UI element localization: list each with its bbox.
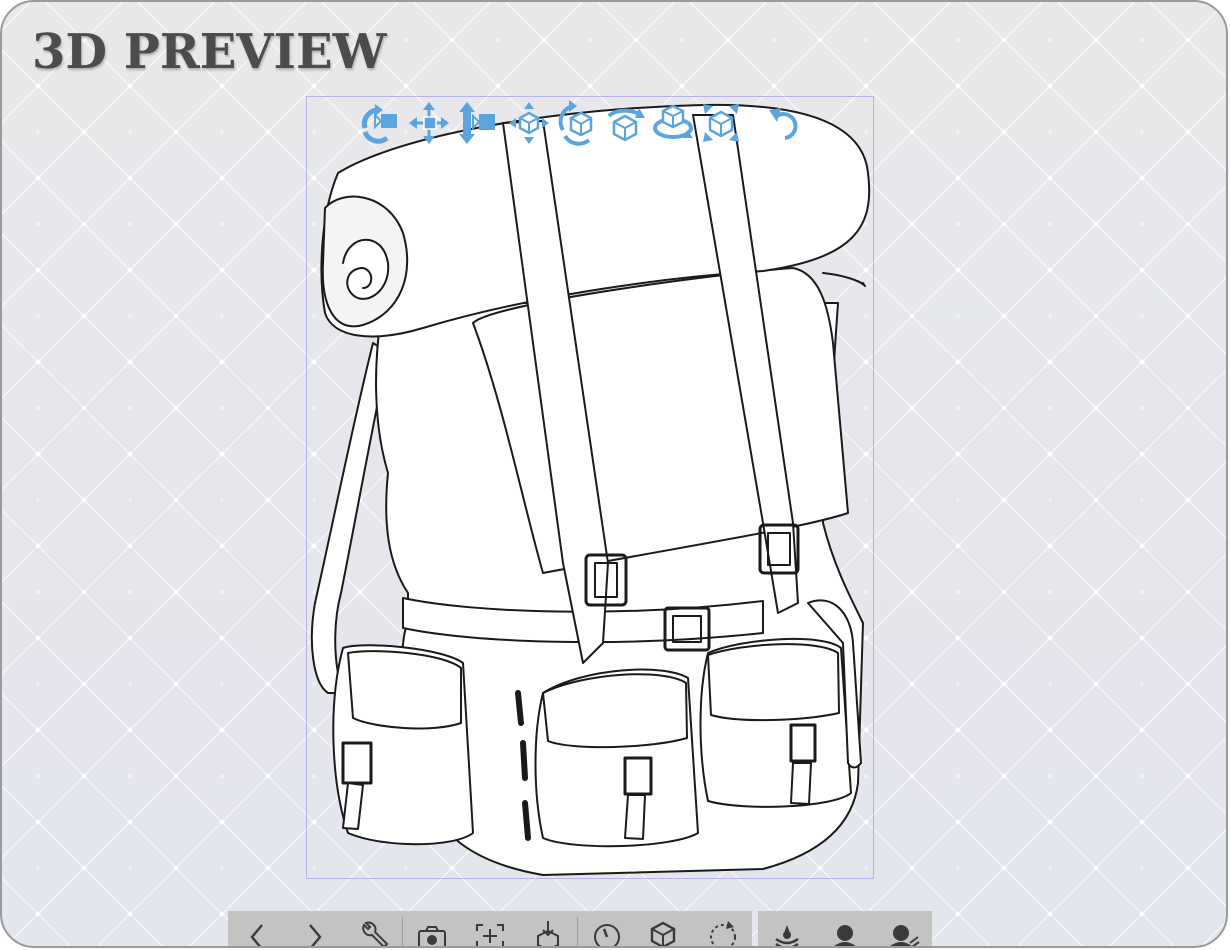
scale-object-button[interactable] [699,100,743,146]
dolly-camera-icon [459,102,495,144]
light-layers-button[interactable] [758,917,816,946]
backpack-model[interactable] [307,97,875,880]
3d-viewport[interactable] [306,96,874,879]
settings-button[interactable] [344,917,402,946]
move-object-icon [509,102,549,144]
rotate-object-horizontal-button[interactable] [603,100,647,146]
rotate-camera-button[interactable] [357,100,401,146]
wrench-icon [362,921,389,946]
ground-object-button[interactable] [519,917,577,946]
toolbar-group-lighting [758,911,932,946]
snapshot-button[interactable] [403,917,461,946]
rotate-object-icon [558,100,593,146]
rotate-camera-icon [361,104,397,144]
light-source-icon [834,925,856,946]
pan-camera-button[interactable] [407,100,451,146]
camera-tool-bar [357,100,817,146]
timer-button[interactable] [578,917,636,946]
chevron-right-icon [309,924,322,946]
bottom-toolbar [228,911,932,946]
light-layers-icon [775,925,799,946]
camera-icon [418,926,446,946]
panel-title: 3D PREVIEW [32,24,387,80]
rotate-object-button[interactable] [555,100,599,146]
rotate-object-horizontal-icon [607,108,645,142]
dolly-camera-button[interactable] [455,100,499,146]
next-button[interactable] [286,917,344,946]
rotate-dashed-icon [710,921,736,946]
light-shadow-icon [890,925,920,946]
ground-object-icon [537,921,559,946]
scale-object-icon [703,104,739,142]
reset-rotation-button[interactable] [694,917,752,946]
pan-camera-icon [409,102,449,144]
rotate-object-vertical-icon [653,104,693,139]
cube-icon [650,921,676,946]
light-source-button[interactable] [816,917,874,946]
previous-button[interactable] [228,917,286,946]
rotate-object-vertical-button[interactable] [651,100,695,146]
focus-button[interactable] [461,917,519,946]
move-object-button[interactable] [507,100,551,146]
toolbar-group-navigation [228,911,752,946]
undo-icon [769,108,798,140]
toolbar-divider [577,917,578,946]
timer-icon [594,924,620,946]
toolbar-divider [402,917,403,946]
undo-button[interactable] [763,100,807,146]
focus-icon [476,924,504,946]
cube-button[interactable] [636,917,694,946]
chevron-left-icon [250,924,263,946]
light-shadow-button[interactable] [874,917,932,946]
